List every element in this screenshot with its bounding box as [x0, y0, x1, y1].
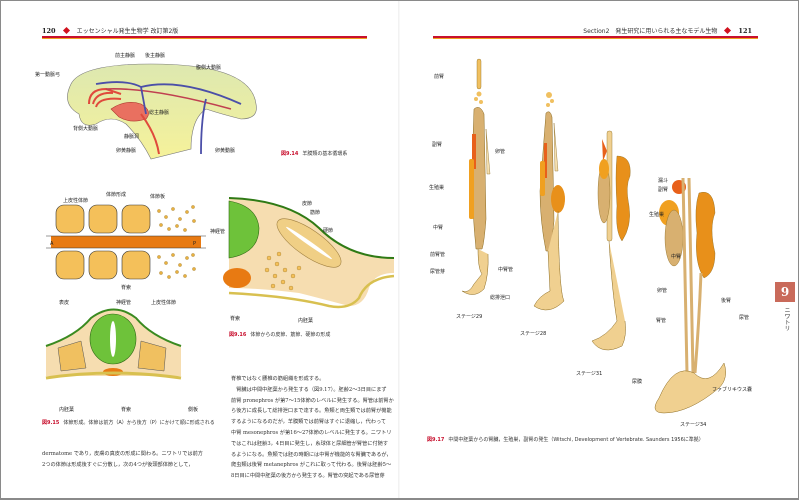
label-stage-31: ステージ31 [576, 371, 603, 377]
label-first-aortic-arch: 第一動脈弓 [35, 72, 61, 78]
label-stage-29: ステージ29 [456, 314, 483, 320]
label-oviduct-short: 卵管 [495, 149, 506, 155]
vitelline-artery [200, 98, 207, 155]
label-anterior: A [50, 241, 54, 247]
label-presomitic-mesoderm: 体節板 [150, 194, 166, 200]
right-running-head: Section2 発生研究に用いられる主なモデル生物 121 [583, 26, 752, 36]
left-page: 120 エッセンシャル発生生物学 改訂第2版 前主静脈 後主静脈 腹側大動脈 第… [1, 1, 399, 498]
chapter-thumb-tab[interactable]: 9 [775, 282, 795, 302]
stage-29-illustration [461, 58, 491, 295]
vitelline-vein-red [140, 113, 160, 155]
label-epidermis: 表皮 [59, 300, 70, 306]
label-neural-tube-16: 神経管 [210, 229, 226, 235]
label-cloaca: 総排泄口 [490, 295, 511, 301]
heart [110, 102, 149, 122]
label-posterior-cardinal-vein: 後主静脈 [145, 53, 166, 59]
label-endoderm: 内胚葉 [59, 407, 75, 413]
label-anterior-cardinal-vein: 前主静脈 [115, 53, 136, 59]
diamond-icon [724, 26, 732, 35]
label-myotome: 筋節 [310, 210, 321, 216]
label-gonad-34: 生殖巣 [649, 212, 665, 218]
left-running-head: 120 エッセンシャル発生生物学 改訂第2版 [42, 26, 179, 36]
label-vitelline-vein: 卵黄静脈 [116, 148, 137, 154]
label-metanephros: 後腎 [721, 298, 732, 304]
label-ventral-aorta-top: 腹側大動脈 [196, 65, 222, 71]
stage-31-illustration [591, 130, 631, 351]
label-wolffian-duct: 腎管 [656, 318, 667, 324]
header-rule [42, 36, 367, 39]
label-stage-34: ステージ34 [680, 422, 707, 428]
body-text-column-right: 脊椎ではなく腰椎の筋組織を形成する。 腎臓は中間中胚葉から発生する（図9.17）… [231, 376, 394, 480]
label-lateral-plate: 側板 [188, 407, 199, 413]
body-text-column-left: dermatome であり，皮膚の真皮の形成に関わる。ニワトリでは前方 2つの体… [42, 451, 203, 468]
label-gonad: 生殖巣 [429, 185, 445, 191]
figure-9-14-illustration [67, 63, 257, 160]
label-sclerotome: 硬節 [323, 228, 334, 234]
page-number: 121 [738, 26, 752, 35]
chapter-thumb-label: ニワトリ [783, 307, 790, 331]
label-neural-tube: 神経管 [116, 300, 132, 306]
figure-9-16-illustration [223, 197, 395, 309]
label-epithelial-somite: 上皮性体節 [63, 198, 89, 204]
figure-9-15-cross-section [45, 308, 182, 380]
label-adrenal-34: 副腎 [658, 187, 669, 193]
label-stage-28: ステージ28 [520, 331, 547, 337]
label-notochord-top: 脊索 [121, 285, 132, 291]
label-notochord-16: 脊索 [230, 316, 241, 322]
label-oviduct: 卵管 [657, 288, 668, 294]
label-somitogenesis: 体節形成 [106, 192, 127, 198]
cardinal-veins [95, 81, 242, 115]
label-pronephros: 前腎 [434, 74, 445, 80]
gutter [398, 1, 400, 498]
label-endoderm-16: 内胚葉 [298, 318, 314, 324]
label-infundibulum: 漏斗 [658, 178, 669, 184]
diamond-icon [62, 26, 70, 35]
label-common-cardinal-vein: 総主静脈 [149, 110, 170, 116]
book-title: エッセンシャル発生生物学 改訂第2版 [76, 28, 179, 35]
label-pronephric-duct: 前腎管 [430, 252, 446, 258]
stage-34-illustration [654, 177, 726, 414]
notochord-band [51, 236, 201, 248]
figure-9-15-somites [46, 204, 206, 280]
label-posterior: P [193, 241, 197, 247]
label-mesonephros: 中腎 [433, 225, 444, 231]
embryo-body [67, 63, 257, 160]
right-page: Section2 発生研究に用いられる主なモデル生物 121 [399, 1, 798, 498]
label-allantois: 尿膜 [632, 379, 643, 385]
page-number: 120 [42, 26, 56, 35]
label-mesonephros-34: 中腎 [671, 254, 682, 260]
header-rule [433, 36, 758, 39]
label-dorsal-aorta: 背側大動脈 [73, 126, 99, 132]
label-dermatome: 皮節 [302, 201, 313, 207]
label-ureter: 尿管 [739, 315, 750, 321]
dorsal-aorta [105, 88, 232, 110]
aortic-arches [88, 87, 122, 108]
label-ureter-bud: 尿管芽 [430, 269, 446, 275]
stage-28-illustration [533, 92, 565, 311]
label-vitelline-artery: 卵黄動脈 [215, 148, 236, 154]
label-venous-sinus: 静脈洞 [124, 134, 140, 140]
label-adrenal: 副腎 [432, 142, 443, 148]
label-notochord: 脊索 [121, 407, 132, 413]
label-bursa-fabricius: ファブリキウス嚢 [712, 387, 753, 393]
section-title: Section2 発生研究に用いられる主なモデル生物 [583, 28, 718, 35]
label-epithelial-somite-2: 上皮性体節 [151, 300, 177, 306]
label-mesonephric-duct: 中腎管 [498, 267, 514, 273]
